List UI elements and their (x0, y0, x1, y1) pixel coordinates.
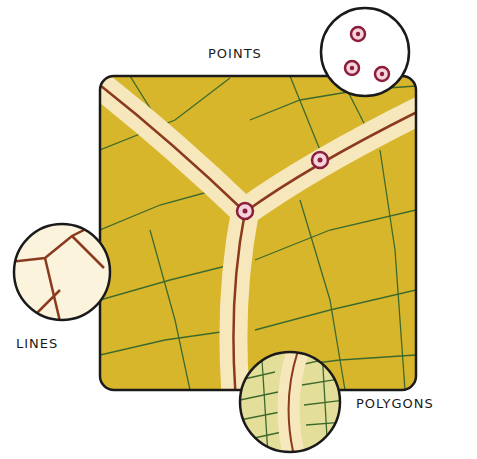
inset-label: POLYGONS (356, 396, 434, 412)
roads (100, 82, 416, 390)
inset-label: POINTS (208, 46, 262, 62)
lines-inset (10, 222, 110, 330)
inset-label: LINES (16, 336, 58, 352)
points-inset (321, 8, 409, 96)
map-border (100, 76, 416, 390)
point-markers (237, 152, 328, 219)
polygons-inset (240, 345, 345, 459)
